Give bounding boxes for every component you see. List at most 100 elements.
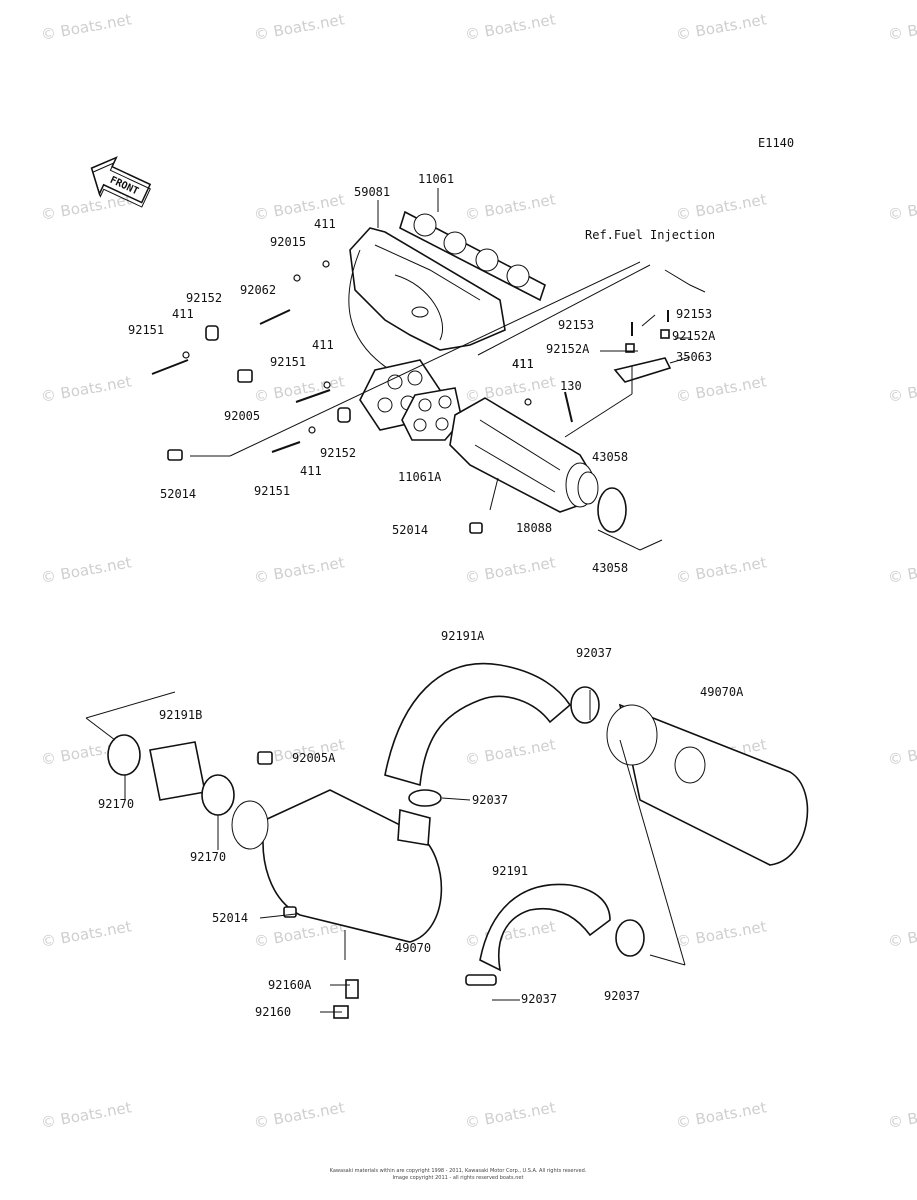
- part-label-42: 92037: [604, 989, 640, 1003]
- diagram-code: E1140: [758, 136, 794, 150]
- copyright-line-2: Image copyright 2011 - all rights reserv…: [393, 1175, 524, 1181]
- leader-lines-bottom: [85, 690, 686, 1013]
- fitting-92005: [237, 369, 253, 383]
- part-label-29: 92037: [576, 646, 612, 660]
- clamp-92037-c: [615, 919, 645, 957]
- part-label-30: 49070A: [700, 685, 744, 699]
- watermark-2-2: © Boats.net: [464, 372, 557, 406]
- part-label-5: 92152: [186, 291, 222, 305]
- bolts: [151, 309, 669, 453]
- watermark-6-2: © Boats.net: [464, 1098, 557, 1132]
- part-label-10: 92005: [224, 409, 260, 423]
- watermark-3-3: © Boats.net: [675, 553, 768, 587]
- watermark-6-3: © Boats.net: [675, 1098, 768, 1132]
- clamp-ring-43058: [597, 487, 627, 533]
- part-label-36: 92191: [492, 864, 528, 878]
- part-label-0: 11061: [418, 172, 454, 186]
- watermark-4-4: © Boats.net: [887, 735, 917, 769]
- watermark-3-4: © Boats.net: [887, 553, 917, 587]
- gasket-11061A: [401, 387, 463, 441]
- part-label-35: 92037: [472, 793, 508, 807]
- part-label-13: 11061A: [398, 470, 442, 484]
- part-label-22: 92152A: [672, 329, 716, 343]
- part-label-34: 92170: [190, 850, 226, 864]
- part-label-18: 130: [560, 379, 582, 393]
- ref-fuel-injection-note: Ref.Fuel Injection: [585, 228, 715, 242]
- part-label-11: 411: [300, 464, 322, 478]
- watermark-3-1: © Boats.net: [253, 553, 346, 587]
- watermark-2-4: © Boats.net: [887, 372, 917, 406]
- watermark-0-2: © Boats.net: [464, 10, 557, 44]
- watermark-layer: © Boats.net © Boats.net © Boats.net © Boats…: [40, 10, 917, 1132]
- watermark-0-3: © Boats.net: [675, 10, 768, 44]
- ref-pipe: [664, 269, 706, 293]
- part-label-3: 92015: [270, 235, 306, 249]
- watermark-6-4: © Boats.net: [887, 1098, 917, 1132]
- watermark-5-3: © Boats.net: [675, 917, 768, 951]
- part-label-8: 411: [312, 338, 334, 352]
- part-label-33: 92170: [98, 797, 134, 811]
- part-label-26: 18088: [516, 521, 552, 535]
- copyright-line-1: Kawasaki materials within are copyright …: [330, 1168, 587, 1174]
- collar-92152A-b: [660, 329, 670, 339]
- watermark-2-3: © Boats.net: [675, 372, 768, 406]
- part-labels: 11061 59081 411 92015 92062 92152 411 92151 411 9…: [98, 172, 744, 1019]
- clamp-92037-d: [465, 974, 497, 986]
- watermark-1-0: © Boats.net: [40, 190, 133, 224]
- plug-52014: [167, 449, 183, 461]
- part-label-17: 411: [512, 357, 534, 371]
- exhaust-pipe-18088: [449, 397, 599, 513]
- part-label-39: 92160A: [268, 978, 312, 992]
- watermark-1-4: © Boats.net: [887, 190, 917, 224]
- part-label-41: 92037: [521, 992, 557, 1006]
- clamp-92037-b: [408, 789, 442, 807]
- part-label-12: 92152: [320, 446, 356, 460]
- part-label-4: 92062: [240, 283, 276, 297]
- part-label-7: 92151: [128, 323, 164, 337]
- collar-92152: [205, 325, 219, 341]
- watermark-3-2: © Boats.net: [464, 553, 557, 587]
- part-label-40: 92160: [255, 1005, 291, 1019]
- watermark-4-2: © Boats.net: [464, 735, 557, 769]
- part-label-15: 411: [512, 357, 534, 371]
- exhaust-manifold-59081: [348, 227, 506, 371]
- gasket-11061: [399, 210, 546, 302]
- watermark-1-3: © Boats.net: [675, 190, 768, 224]
- part-label-32: 92005A: [292, 751, 336, 765]
- watermark-0-1: © Boats.net: [253, 10, 346, 44]
- clamp-92170-a: [107, 734, 141, 776]
- part-label-27: 52014: [392, 523, 428, 537]
- collar-92152-b: [337, 407, 351, 423]
- watermark-6-1: © Boats.net: [253, 1098, 346, 1132]
- part-label-37: 52014: [212, 911, 248, 925]
- part-label-28: 92191A: [441, 629, 485, 643]
- watermark-2-0: © Boats.net: [40, 372, 133, 406]
- part-label-20: 92153: [676, 307, 712, 321]
- part-label-23: 35063: [676, 350, 712, 364]
- leader-lines-top: [190, 188, 691, 551]
- part-label-16: 52014: [160, 487, 196, 501]
- watermark-5-0: © Boats.net: [40, 917, 133, 951]
- part-label-21: 92152A: [546, 342, 590, 356]
- part-label-1: 59081: [354, 185, 390, 199]
- muffler-49070A: [606, 703, 809, 866]
- hose-92191: [479, 883, 611, 972]
- part-label-25: 43058: [592, 561, 628, 575]
- plate-92160A: [345, 979, 359, 999]
- part-label-24: 43058: [592, 450, 628, 464]
- watermark-0-4: © Boats.net: [887, 10, 917, 44]
- watermark-6-0: © Boats.net: [40, 1098, 133, 1132]
- fitting-52014-b: [469, 522, 483, 534]
- part-label-19: 92153: [558, 318, 594, 332]
- watermark-5-4: © Boats.net: [887, 917, 917, 951]
- part-label-9: 92151: [270, 355, 306, 369]
- part-label-38: 49070: [395, 941, 431, 955]
- clamp-92037-a: [570, 686, 600, 724]
- fitting-92005A: [257, 751, 273, 765]
- hose-92191A: [384, 662, 572, 787]
- muffler-49070: [231, 789, 443, 943]
- watermark-0-0: © Boats.net: [40, 10, 133, 44]
- bracket-35063: [613, 357, 672, 383]
- watermark-3-0: © Boats.net: [40, 553, 133, 587]
